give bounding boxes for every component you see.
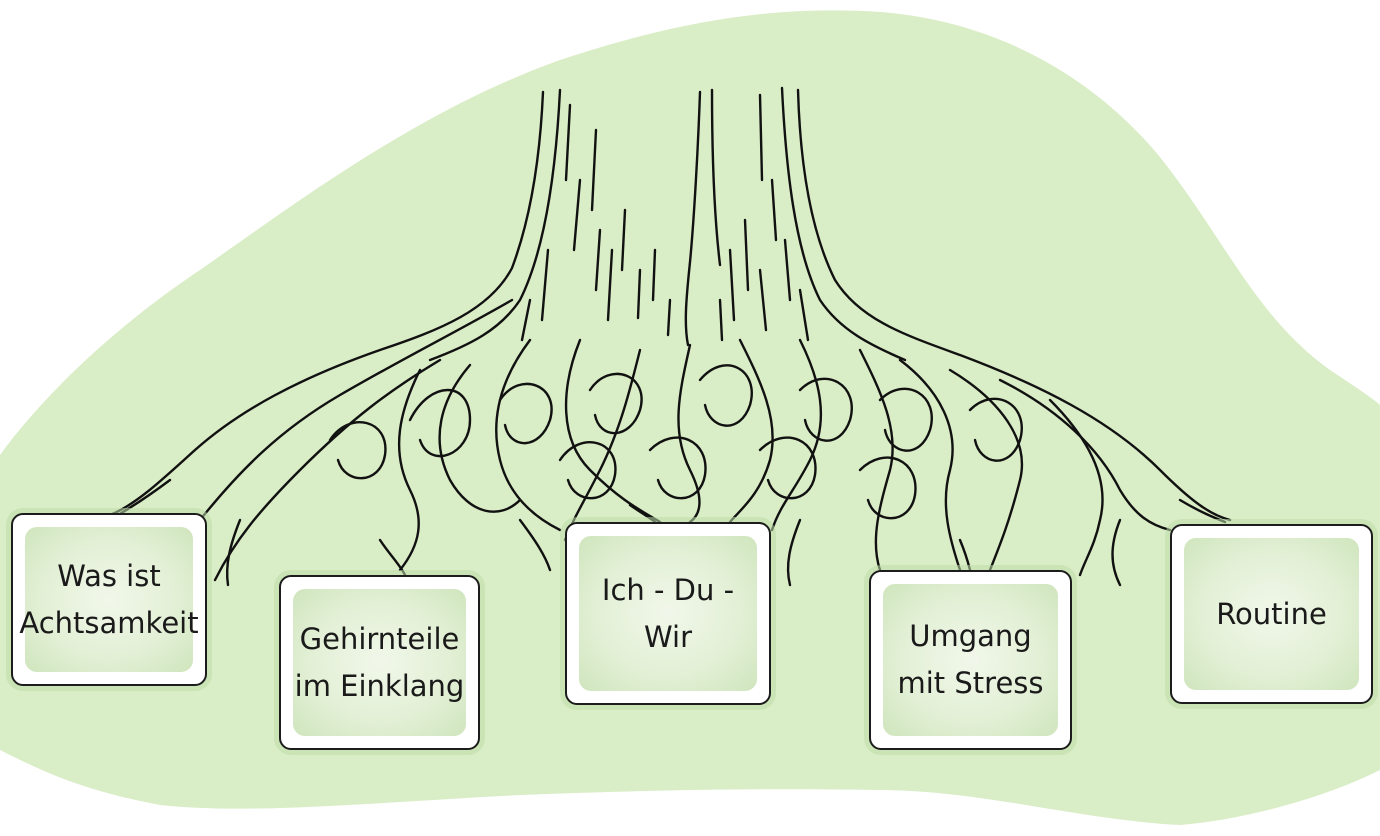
topic-card-achtsamkeit[interactable]: Was ist Achtsamkeit — [11, 513, 207, 686]
topic-card-umgang-mit-stress[interactable]: Umgang mit Stress — [869, 570, 1072, 750]
card-label: Umgang mit Stress — [871, 572, 1070, 748]
topic-card-gehirnteile[interactable]: Gehirnteile im Einklang — [279, 575, 480, 750]
topic-card-ich-du-wir[interactable]: Ich - Du - Wir — [565, 522, 771, 705]
card-label: Was ist Achtsamkeit — [13, 515, 205, 684]
card-label: Gehirnteile im Einklang — [281, 577, 478, 748]
card-label: Ich - Du - Wir — [567, 524, 769, 703]
card-label: Routine — [1172, 526, 1371, 702]
topic-card-routine[interactable]: Routine — [1170, 524, 1373, 704]
